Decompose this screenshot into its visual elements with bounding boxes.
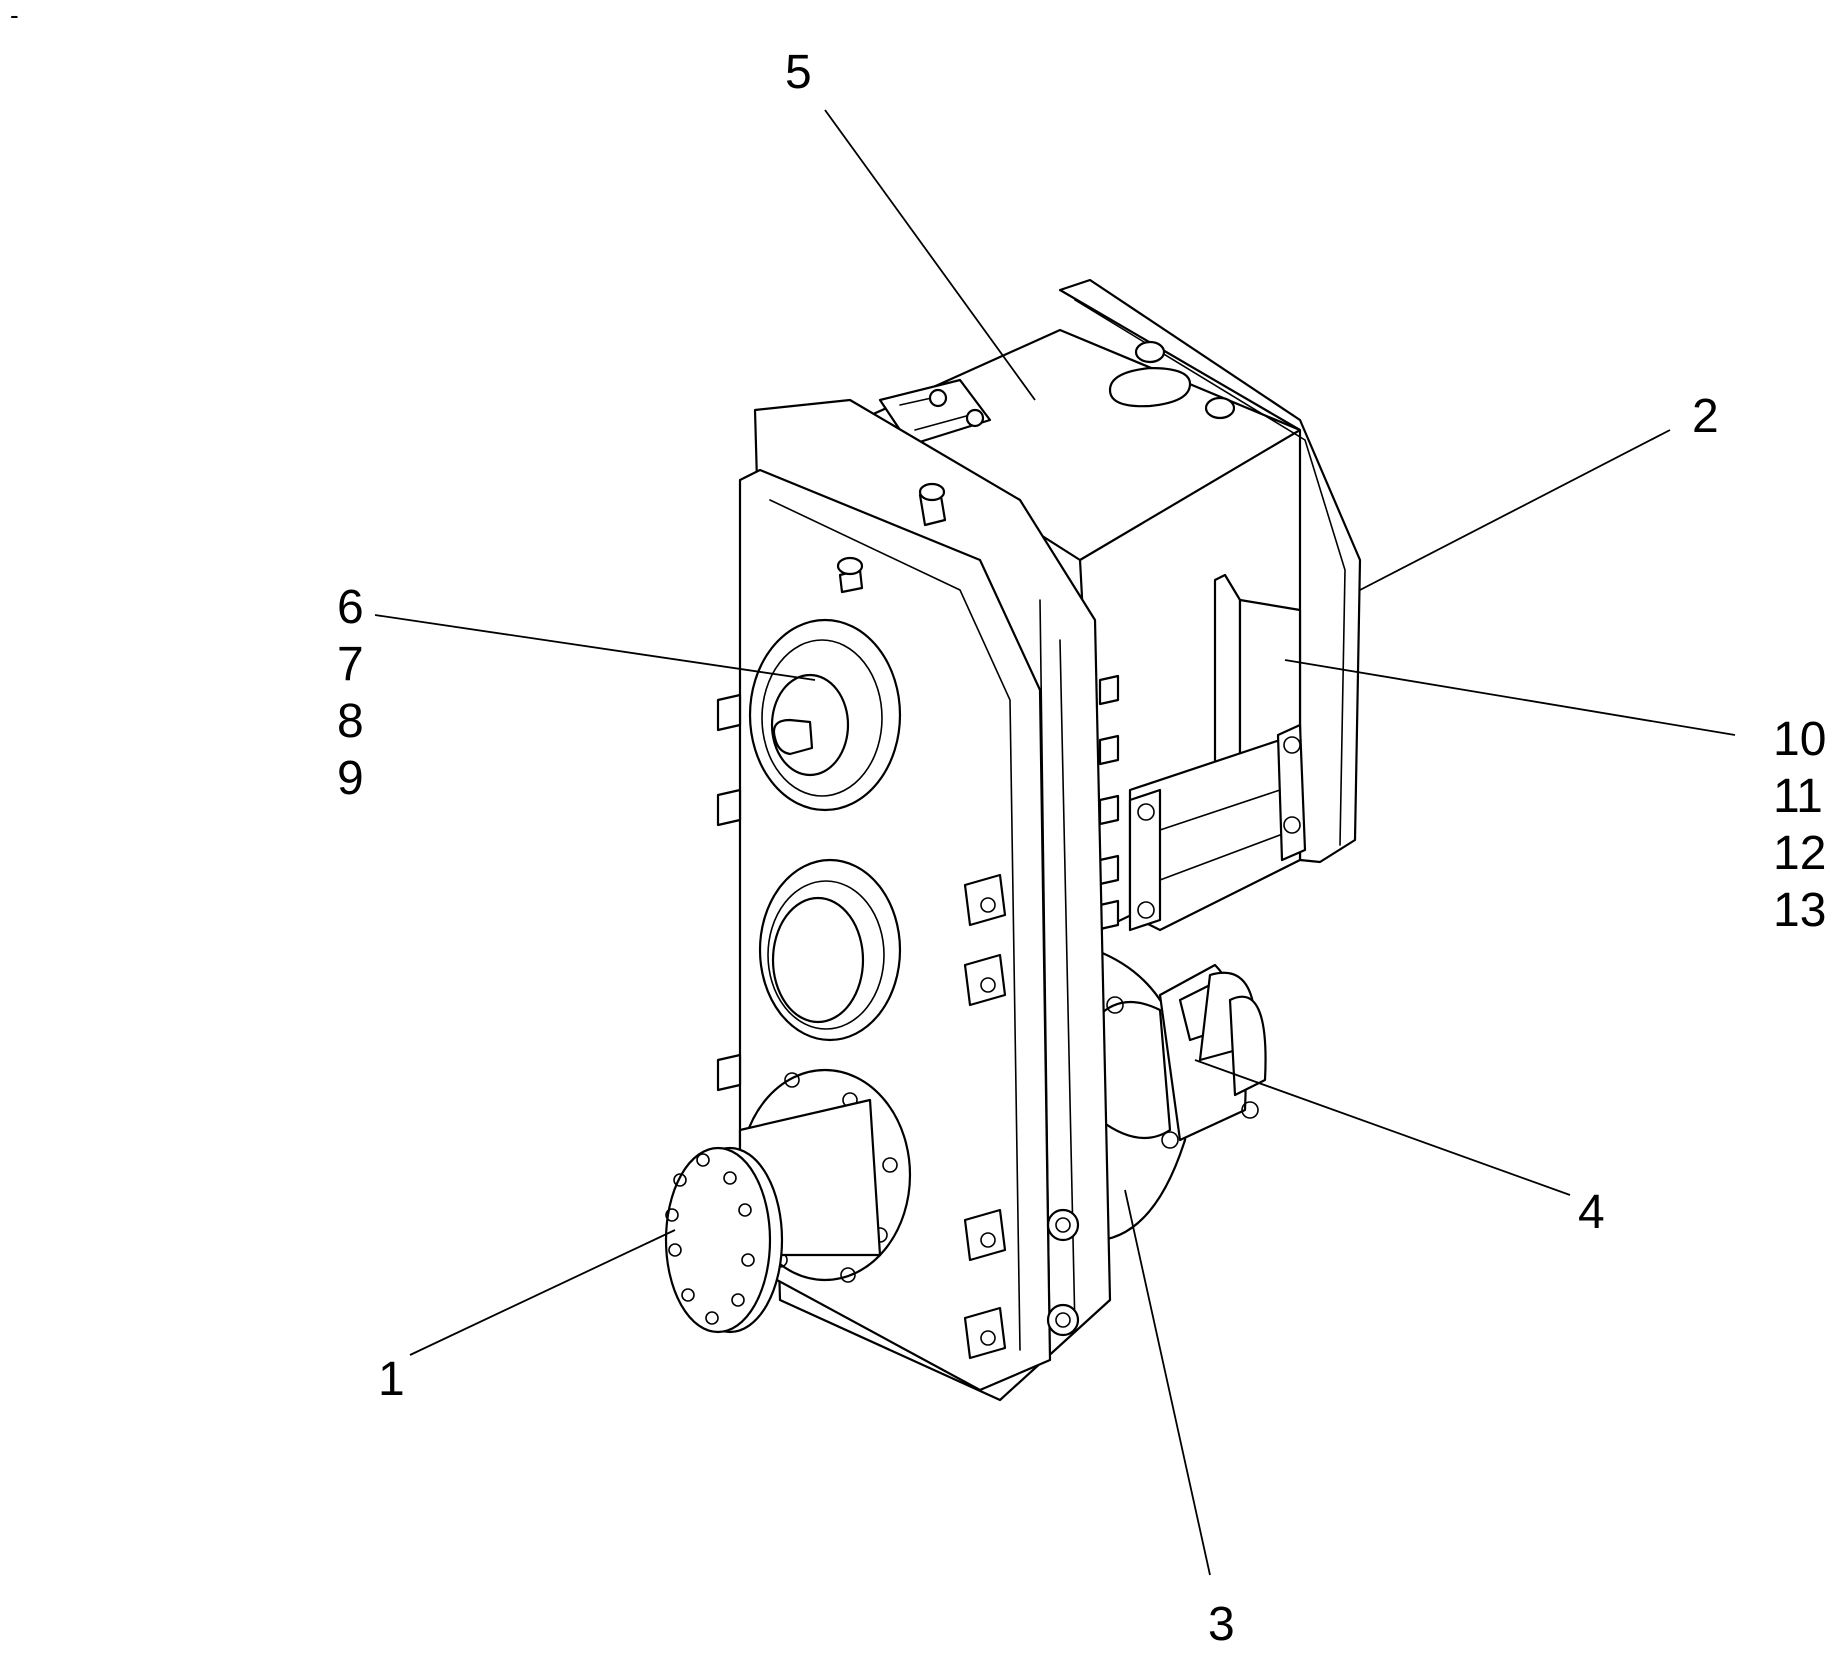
callout-11: 11 <box>1773 770 1823 823</box>
callout-3: 3 <box>1208 1598 1235 1651</box>
leader-3 <box>1124 1189 1211 1576</box>
callout-1: 1 <box>378 1353 405 1406</box>
callout-2: 2 <box>1692 390 1719 443</box>
callout-7: 7 <box>337 638 364 691</box>
leader-5 <box>824 109 1036 401</box>
callouts: 1 2 3 4 5 6 7 8 9 10 11 12 13 <box>337 46 1826 1651</box>
callout-8: 8 <box>337 695 364 748</box>
leader-4 <box>1194 1059 1571 1196</box>
callout-12: 12 <box>1773 827 1826 880</box>
front-gear-case <box>664 398 1112 1402</box>
leader-10 <box>1284 659 1736 736</box>
corner-mark: - <box>10 0 19 30</box>
callout-4: 4 <box>1578 1186 1605 1239</box>
rear-housing <box>858 278 1362 932</box>
callout-6: 6 <box>337 581 364 634</box>
leader-lines <box>374 109 1736 1576</box>
leader-2 <box>1359 429 1671 591</box>
callout-10: 10 <box>1773 713 1826 766</box>
leader-1 <box>409 1229 676 1356</box>
callout-9: 9 <box>337 752 364 805</box>
callout-5: 5 <box>785 46 812 99</box>
leader-6 <box>374 614 816 681</box>
callout-13: 13 <box>1773 884 1826 937</box>
